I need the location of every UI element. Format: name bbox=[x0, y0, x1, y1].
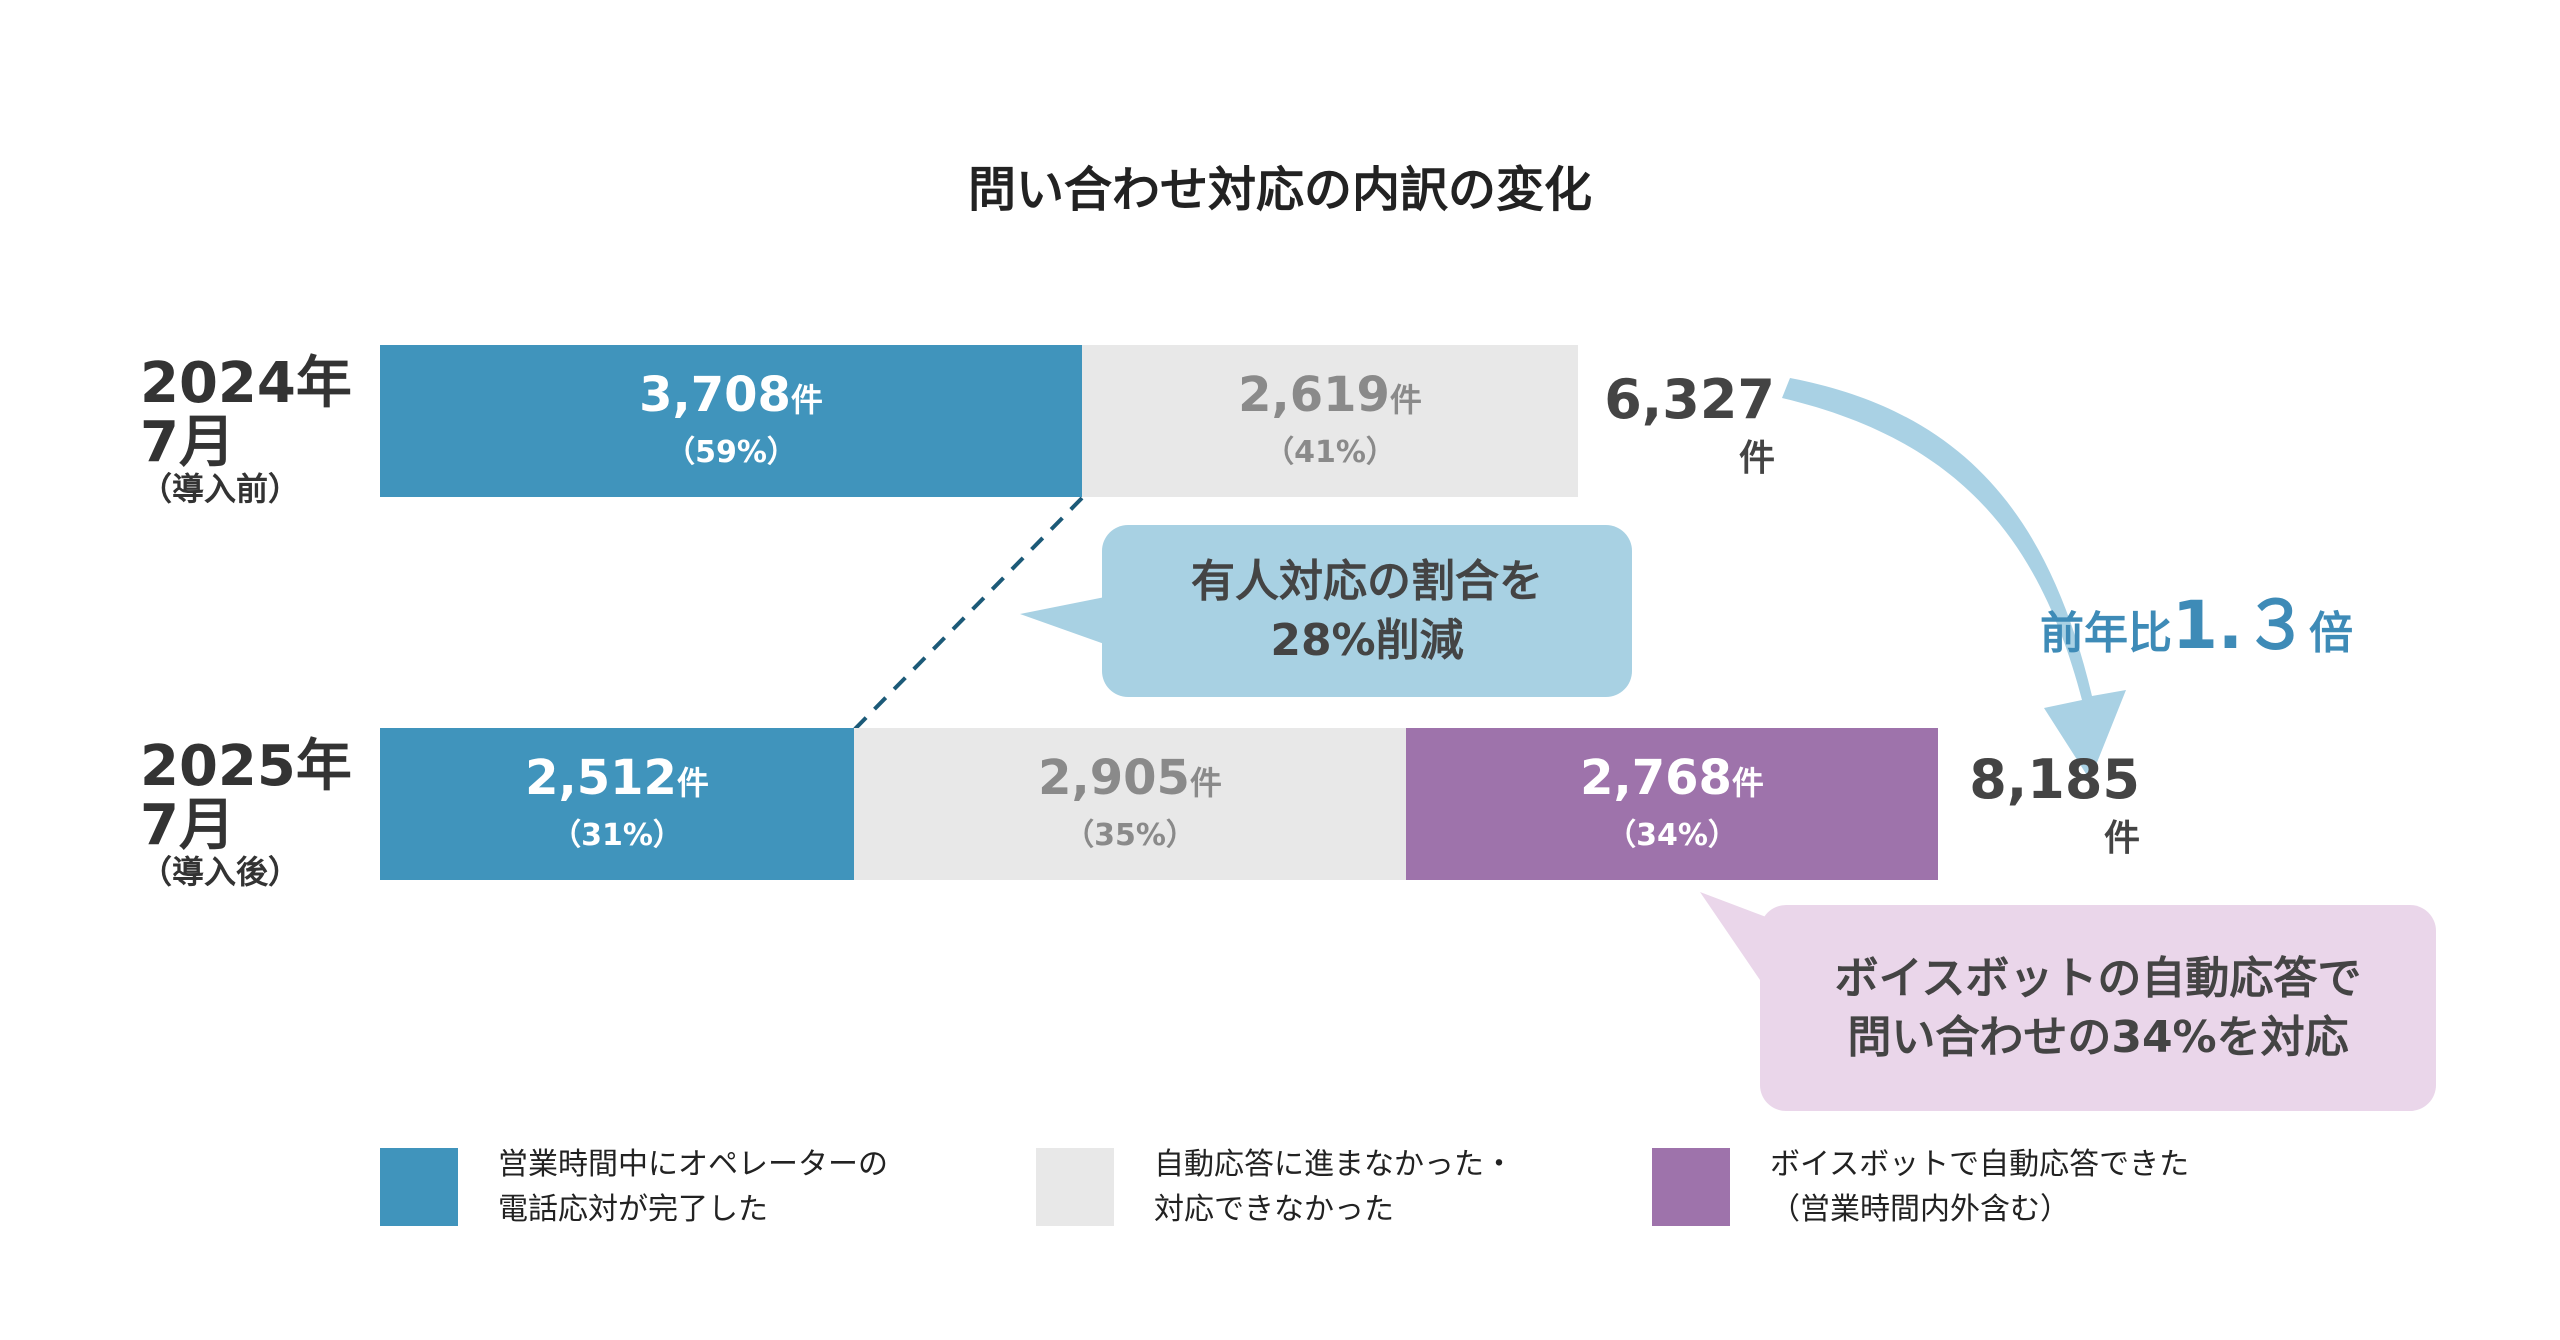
legend-line: 対応できなかった bbox=[1154, 1192, 1394, 1227]
row-label-2025: 2025年 7月（導入後） bbox=[140, 734, 380, 891]
bar-2025-operator: 2,512件 （31%） bbox=[380, 728, 854, 880]
bar-unit: 件 bbox=[1731, 764, 1764, 802]
bar-value: 3,708 bbox=[639, 367, 791, 423]
total-2025: 8,185 件 bbox=[1950, 748, 2140, 861]
bar-unit: 件 bbox=[1389, 381, 1422, 419]
bar-unit: 件 bbox=[1189, 764, 1222, 802]
legend-line: ボイスボットで自動応答できた bbox=[1770, 1147, 2190, 1182]
total-unit: 件 bbox=[1738, 437, 1775, 479]
bar-percent: （31%） bbox=[551, 818, 683, 853]
callout-line: ボイスボットの自動応答で bbox=[1834, 952, 2362, 1004]
legend-swatch bbox=[1652, 1148, 1730, 1226]
callout-line: 問い合わせの34%を対応 bbox=[1847, 1012, 2349, 1063]
bar-value: 2,512 bbox=[525, 750, 677, 806]
yoy-arrow bbox=[1782, 378, 2126, 780]
legend-swatch bbox=[380, 1148, 458, 1226]
row-month: 7月 bbox=[140, 792, 235, 858]
legend-item-bot: ボイスボットで自動応答できた （営業時間内外含む） bbox=[1652, 1142, 2189, 1232]
bar-unit: 件 bbox=[676, 764, 709, 802]
bar-unit: 件 bbox=[790, 381, 823, 419]
legend-line: 自動応答に進まなかった・ bbox=[1154, 1147, 1514, 1182]
legend-label: ボイスボットで自動応答できた （営業時間内外含む） bbox=[1770, 1142, 2189, 1232]
row-note: （導入後） bbox=[140, 852, 301, 891]
bar-percent: （34%） bbox=[1606, 818, 1738, 853]
bar-percent: （59%） bbox=[665, 435, 797, 470]
row-year: 2024年 bbox=[140, 351, 352, 416]
bar-2025-unresolved: 2,905件 （35%） bbox=[854, 728, 1406, 880]
reduction-callout: 有人対応の割合を 28%削減 bbox=[1102, 525, 1632, 697]
bot-callout: ボイスボットの自動応答で 問い合わせの34%を対応 bbox=[1760, 905, 2436, 1111]
legend-label: 営業時間中にオペレーターの 電話応対が完了した bbox=[498, 1142, 888, 1232]
legend-line: 営業時間中にオペレーターの bbox=[498, 1147, 888, 1182]
bar-2024-unresolved: 2,619件 （41%） bbox=[1082, 345, 1578, 497]
yoy-suffix: 倍 bbox=[2309, 608, 2353, 659]
legend-swatch bbox=[1036, 1148, 1114, 1226]
legend-line: 電話応対が完了した bbox=[498, 1192, 768, 1227]
row-label-2024: 2024年 7月（導入前） bbox=[140, 351, 380, 508]
reduction-bubble-tail bbox=[1020, 596, 1110, 646]
legend-item-operator: 営業時間中にオペレーターの 電話応対が完了した bbox=[380, 1142, 888, 1232]
legend-label: 自動応答に進まなかった・ 対応できなかった bbox=[1154, 1142, 1514, 1232]
bar-percent: （35%） bbox=[1064, 818, 1196, 853]
callout-line: 有人対応の割合を bbox=[1191, 555, 1543, 607]
bar-value: 2,905 bbox=[1038, 750, 1190, 806]
total-value: 6,327 bbox=[1604, 368, 1775, 431]
yoy-label: 前年比1.３倍 bbox=[2040, 572, 2380, 668]
total-value: 8,185 bbox=[1969, 748, 2140, 811]
bar-value: 2,619 bbox=[1238, 367, 1390, 423]
chart-title: 問い合わせ対応の内訳の変化 bbox=[967, 162, 1592, 218]
callout-line: 28%削減 bbox=[1270, 615, 1464, 666]
bar-value: 2,768 bbox=[1580, 750, 1732, 806]
row-month: 7月 bbox=[140, 409, 235, 475]
legend-line: （営業時間内外含む） bbox=[1770, 1192, 2070, 1227]
total-unit: 件 bbox=[2103, 817, 2140, 859]
row-note: （導入前） bbox=[140, 469, 301, 508]
bar-percent: （41%） bbox=[1264, 435, 1396, 470]
yoy-prefix: 前年比 bbox=[2040, 608, 2172, 659]
bar-2024-operator: 3,708件 （59%） bbox=[380, 345, 1082, 497]
row-year: 2025年 bbox=[140, 734, 352, 799]
legend-item-unresolved: 自動応答に進まなかった・ 対応できなかった bbox=[1036, 1142, 1514, 1232]
yoy-value: 1.３ bbox=[2172, 587, 2309, 664]
total-2024: 6,327 件 bbox=[1580, 368, 1775, 481]
bar-2025-bot: 2,768件 （34%） bbox=[1406, 728, 1938, 880]
